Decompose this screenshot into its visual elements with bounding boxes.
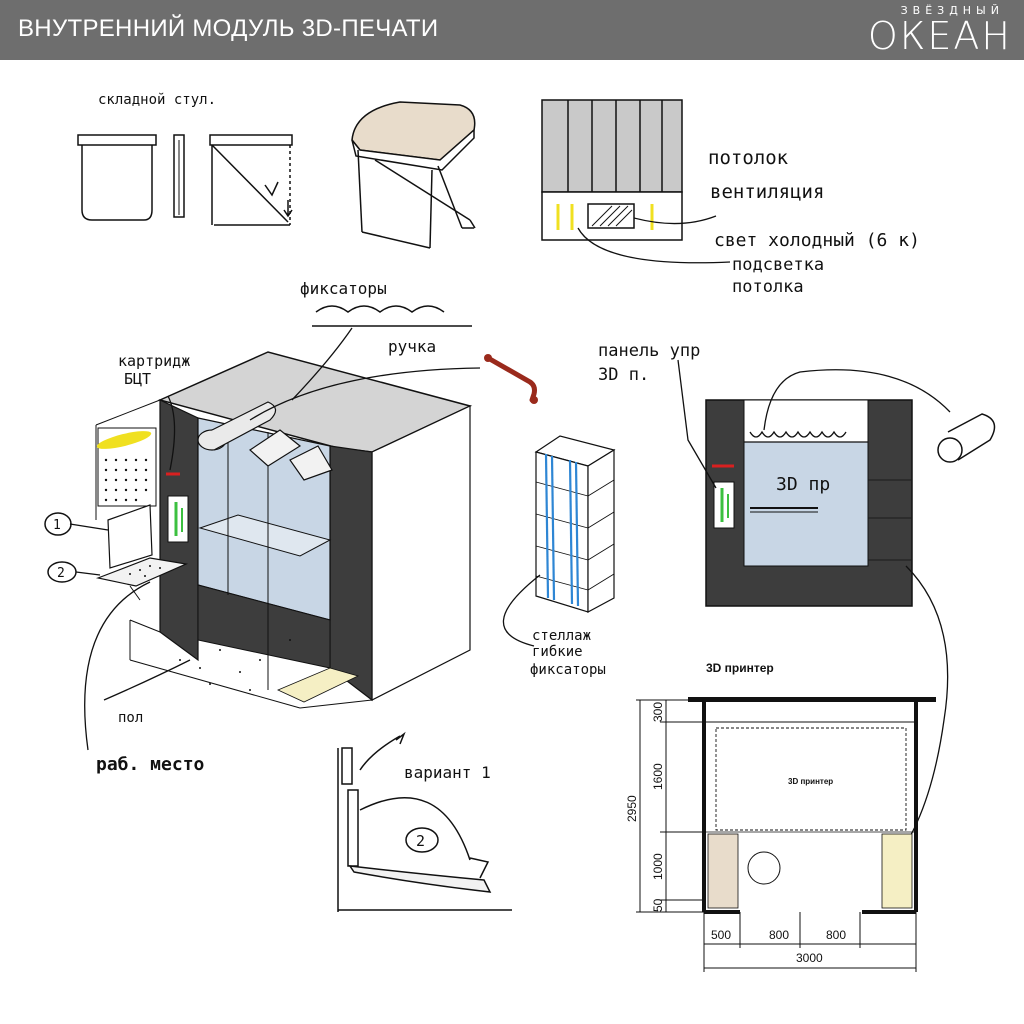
dim-vertical-50: 50 [651, 898, 665, 912]
handle-icon [484, 354, 538, 404]
label-cold-light: свет холодный (6 к) [714, 230, 920, 251]
label-folding-stool: складной стул. [98, 92, 216, 108]
label-control-panel: панель упр [598, 341, 700, 361]
label-control-panel-2: 3D п. [598, 365, 649, 385]
callout-2: 2 [47, 561, 77, 583]
folding-stool-3d [351, 101, 476, 249]
ceiling-leader-lines [577, 215, 731, 264]
dim-vertical-1000: 1000 [651, 853, 665, 880]
page-title: ВНУТРЕННИЙ МОДУЛЬ 3D-ПЕЧАТИ [18, 15, 439, 42]
label-ceiling: потолок [708, 147, 789, 169]
dim-vertical-total: 2950 [625, 795, 639, 822]
dim-vertical-300: 300 [651, 702, 665, 722]
label-floor: пол [118, 710, 143, 726]
label-printer-sketch: 3D пр [776, 474, 830, 495]
label-handle: ручка [388, 337, 436, 356]
rack-drawing [534, 435, 616, 614]
vertical-dimension-lines [636, 699, 704, 913]
dim-horizontal-800-b: 800 [826, 928, 846, 942]
rack-leader-line [502, 574, 541, 647]
printer-front-elevation [705, 399, 913, 607]
label-cartridge-2: БЦТ [124, 370, 151, 388]
dim-vertical-1600: 1600 [651, 763, 665, 790]
plan-inner-label: 3D принтер [788, 777, 833, 786]
dim-horizontal-800-a: 800 [769, 928, 789, 942]
label-ceiling-lighting-2: потолка [732, 277, 804, 297]
plan-title: 3D принтер [706, 661, 774, 675]
module-3d-view [95, 351, 473, 709]
roll-icon [937, 413, 996, 463]
floor-plan [688, 697, 936, 914]
label-ventilation: вентиляция [710, 181, 824, 203]
label-fixators: фиксаторы [300, 279, 387, 298]
callout-1: 1 [44, 512, 72, 536]
label-cartridge: картридж [118, 352, 190, 370]
dim-horizontal-total: 3000 [796, 951, 823, 965]
svg-text:2: 2 [57, 566, 65, 581]
label-rack-fixators: фиксаторы [530, 662, 606, 678]
fixators-symbol [312, 305, 472, 327]
label-workplace: раб. место [96, 754, 204, 775]
svg-text:1: 1 [53, 518, 61, 533]
variant-drawing [337, 731, 512, 912]
header-bar: ВНУТРЕННИЙ МОДУЛЬ 3D-ПЕЧАТИ ЗВЁЗДНЫЙ ОКЕ… [0, 0, 1024, 60]
horizontal-dimension-lines [703, 912, 917, 972]
svg-text:2: 2 [416, 832, 425, 850]
label-variant: вариант 1 [404, 763, 491, 782]
label-rack-flexible: гибкие [532, 644, 583, 660]
brand-subtitle: ЗВЁЗДНЫЙ [900, 4, 1004, 17]
sketch-canvas: складной стул. [44, 92, 996, 972]
label-ceiling-lighting: подсветка [732, 255, 824, 275]
elevation-leader-lines [677, 359, 951, 867]
dim-horizontal-500: 500 [711, 928, 731, 942]
label-rack: стеллаж [532, 628, 592, 644]
module-leader-lines [69, 327, 481, 751]
brand-logo: ОКЕАН [867, 14, 1012, 58]
folding-stool-drawings [77, 134, 293, 226]
callout-2-variant: 2 [405, 827, 439, 853]
ceiling-section-drawing [541, 99, 683, 241]
